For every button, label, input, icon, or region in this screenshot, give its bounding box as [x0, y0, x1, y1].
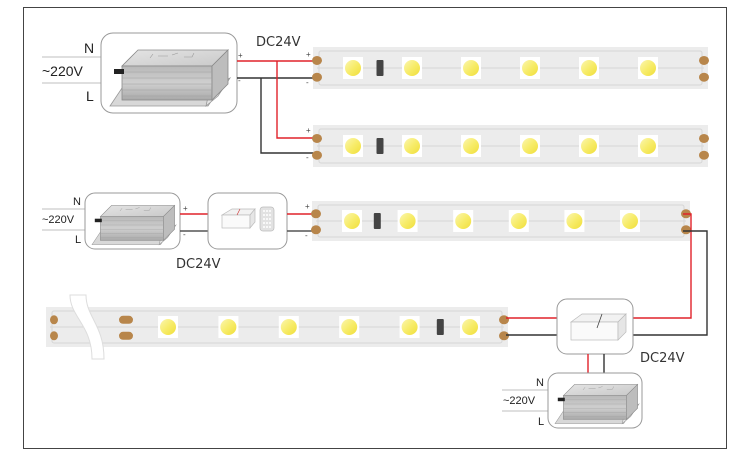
led-strip-1	[312, 47, 709, 89]
led-chip	[638, 57, 658, 79]
diagram-controller: N ~220V L + -	[42, 192, 708, 336]
left-pad-positive	[312, 133, 322, 143]
resistor	[436, 319, 444, 335]
led-chip	[342, 210, 362, 232]
led-chip	[158, 316, 178, 338]
led-chip	[579, 135, 599, 157]
dc-voltage-label: DC24V	[176, 257, 221, 272]
dc-voltage-label: DC24V	[256, 35, 301, 50]
led-chip	[339, 316, 360, 338]
led-strip-4	[46, 294, 509, 360]
cut-pad-negative	[50, 331, 58, 341]
amplifier-box	[556, 298, 634, 355]
solder-pad-negative	[119, 331, 133, 340]
right-pad-positive	[699, 55, 709, 65]
positive-wire-strip2	[276, 61, 316, 139]
ac-label-l: L	[538, 416, 544, 428]
power-supply-box	[547, 372, 643, 429]
ac-label-voltage: ~220V	[503, 395, 536, 407]
led-chip	[278, 316, 299, 338]
ac-label-voltage: ~220V	[42, 63, 84, 79]
ac-label-l: L	[75, 234, 81, 246]
led-chip	[218, 316, 239, 338]
strip2-plus: +	[306, 126, 311, 135]
resistor	[376, 138, 384, 154]
amplifier-icon	[569, 313, 627, 341]
left-pad-negative	[311, 225, 321, 235]
led-chip	[579, 57, 599, 79]
negative-wire-strip2	[260, 78, 316, 154]
strip2-minus: -	[306, 153, 309, 162]
strip1-plus: +	[306, 50, 311, 59]
ac-label-voltage: ~220V	[42, 214, 75, 226]
right-pad-negative	[699, 72, 709, 82]
ac-label-n: N	[536, 377, 544, 389]
led-chip	[399, 316, 420, 338]
led-chip	[343, 135, 363, 157]
right-pad-positive	[699, 133, 709, 143]
cut-pad-positive	[50, 315, 58, 325]
led-chip	[453, 210, 474, 232]
led-chip	[402, 135, 422, 157]
diagram-amplifier: DC24V N ~220V L	[46, 294, 685, 429]
strip-traces	[50, 310, 504, 344]
led-strip-3	[311, 201, 691, 241]
led-chip	[402, 57, 422, 79]
led-chip	[564, 210, 585, 232]
solder-pad-positive	[119, 315, 133, 324]
right-pad-positive	[499, 315, 509, 325]
controller-with-remote-icon	[220, 206, 275, 232]
left-pad-negative	[312, 72, 322, 82]
negative-wire-to-amplifier	[630, 230, 708, 336]
power-supply-box	[100, 32, 238, 114]
led-chip	[620, 210, 640, 232]
led-chip	[460, 316, 480, 338]
led-strip-2	[312, 125, 709, 167]
right-pad-negative	[699, 150, 709, 160]
led-chip	[343, 57, 363, 79]
led-chip	[520, 135, 540, 157]
ac-label-l: L	[86, 88, 94, 104]
strip-minus: -	[305, 231, 308, 240]
diagram-frame	[23, 7, 727, 449]
resistor	[373, 213, 381, 229]
positive-wire-to-amplifier	[630, 213, 692, 319]
diagram-parallel: N ~220V L DC24V + - + - + -	[42, 32, 709, 167]
cut-mark	[69, 294, 105, 360]
left-pad-positive	[311, 209, 321, 219]
left-pad-positive	[312, 55, 322, 65]
led-chip	[397, 210, 418, 232]
right-pad-negative	[499, 331, 509, 341]
strip-plus: +	[305, 202, 310, 211]
led-chip	[638, 135, 658, 157]
psu-minus: -	[238, 76, 241, 85]
led-chip	[508, 210, 529, 232]
led-chip	[461, 57, 481, 79]
psu-plus: +	[183, 204, 188, 213]
led-chip	[461, 135, 481, 157]
dc-voltage-label: DC24V	[640, 351, 685, 366]
right-pad-negative	[681, 225, 691, 235]
ac-label-n: N	[73, 196, 81, 208]
controller-box	[207, 192, 288, 250]
psu-plus: +	[238, 51, 243, 60]
strip1-minus: -	[306, 78, 309, 87]
left-pad-negative	[312, 150, 322, 160]
psu-minus: -	[183, 230, 186, 239]
led-chip	[520, 57, 540, 79]
power-supply-box	[84, 192, 181, 250]
resistor	[376, 60, 384, 76]
ac-label-n: N	[84, 40, 94, 56]
